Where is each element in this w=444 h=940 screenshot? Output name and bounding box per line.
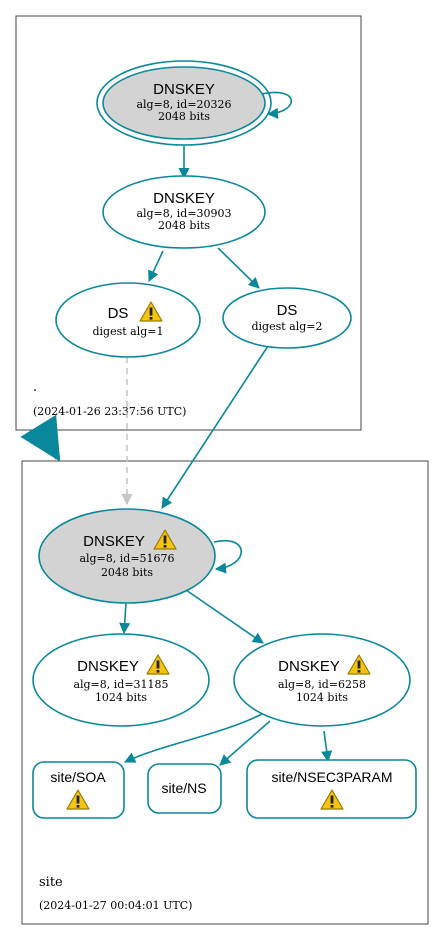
root-ksk-node[interactable]: DNSKEY alg=8, id=20326 2048 bits: [96, 60, 272, 146]
site-ksk-node[interactable]: DNSKEY alg=8, id=51676 2048 bits: [38, 508, 216, 604]
root-zsk-to-ds1-edge: [148, 250, 164, 283]
root-zone-name: .: [33, 380, 37, 395]
root-ksk-self-edge: [261, 91, 293, 119]
soa-title: site/SOA: [50, 769, 106, 785]
root-ksk-title: DNSKEY: [153, 81, 215, 98]
root-ksk-bits: 2048 bits: [158, 110, 210, 123]
ds1-node[interactable]: DS digest alg=1: [55, 282, 201, 358]
root-zsk-title: DNSKEY: [153, 190, 215, 207]
site-zsk2-alg-id: alg=8, id=6258: [278, 678, 366, 691]
ds2-title: DS: [277, 302, 298, 319]
site-zone-timestamp: (2024-01-27 00:04:01 UTC): [39, 899, 192, 912]
site-ksk-to-zsk2-edge: [185, 589, 264, 644]
zsk2-to-ns-edge: [219, 720, 271, 766]
site-zsk2-bits: 1024 bits: [296, 691, 348, 704]
site-zone-cluster: site (2024-01-27 00:04:01 UTC): [21, 460, 429, 925]
site-zsk2-title: DNSKEY: [278, 658, 340, 675]
root-ksk-alg-id: alg=8, id=20326: [136, 98, 231, 111]
site-ksk-self-edge: [213, 539, 242, 574]
ds1-title: DS: [108, 305, 129, 322]
ns-title: site/NS: [161, 780, 206, 796]
site-zsk1-node[interactable]: DNSKEY alg=8, id=31185 1024 bits: [32, 633, 210, 727]
site-zsk2-node[interactable]: DNSKEY alg=8, id=6258 1024 bits: [233, 633, 411, 727]
delegation-edge: [20, 414, 61, 462]
site-zone-name: site: [39, 875, 63, 890]
root-zsk-bits: 2048 bits: [158, 219, 210, 232]
site-zsk1-title: DNSKEY: [77, 658, 139, 675]
nsec3param-title: site/NSEC3PARAM: [271, 769, 392, 785]
site-ksk-to-zsk1-edge: [119, 602, 131, 635]
site-ksk-title: DNSKEY: [83, 533, 145, 550]
soa-rrset-node[interactable]: site/SOA: [32, 761, 125, 819]
ds2-node[interactable]: DS digest alg=2: [222, 287, 352, 349]
root-zone-timestamp: (2024-01-26 23:37:56 UTC): [33, 405, 186, 418]
edges: [20, 91, 333, 766]
site-zsk1-bits: 1024 bits: [95, 691, 147, 704]
zsk2-to-nsec3param-edge: [321, 730, 333, 763]
zsk2-to-soa-edge: [123, 713, 263, 763]
root-zsk-alg-id: alg=8, id=30903: [136, 207, 231, 220]
site-ksk-alg-id: alg=8, id=51676: [79, 552, 174, 565]
ns-rrset-node[interactable]: site/NS: [147, 763, 222, 814]
root-zsk-node[interactable]: DNSKEY alg=8, id=30903 2048 bits: [102, 175, 266, 249]
ds1-digest-alg: digest alg=1: [92, 325, 163, 338]
site-ksk-bits: 2048 bits: [101, 566, 153, 579]
ds2-digest-alg: digest alg=2: [251, 320, 322, 333]
nsec3param-rrset-node[interactable]: site/NSEC3PARAM: [246, 759, 417, 819]
ds2-to-site-ksk-edge: [161, 345, 269, 509]
site-zsk1-alg-id: alg=8, id=31185: [73, 678, 168, 691]
root-zone-cluster: . (2024-01-26 23:37:56 UTC): [15, 15, 362, 431]
root-zsk-to-ds2-edge: [217, 247, 260, 289]
